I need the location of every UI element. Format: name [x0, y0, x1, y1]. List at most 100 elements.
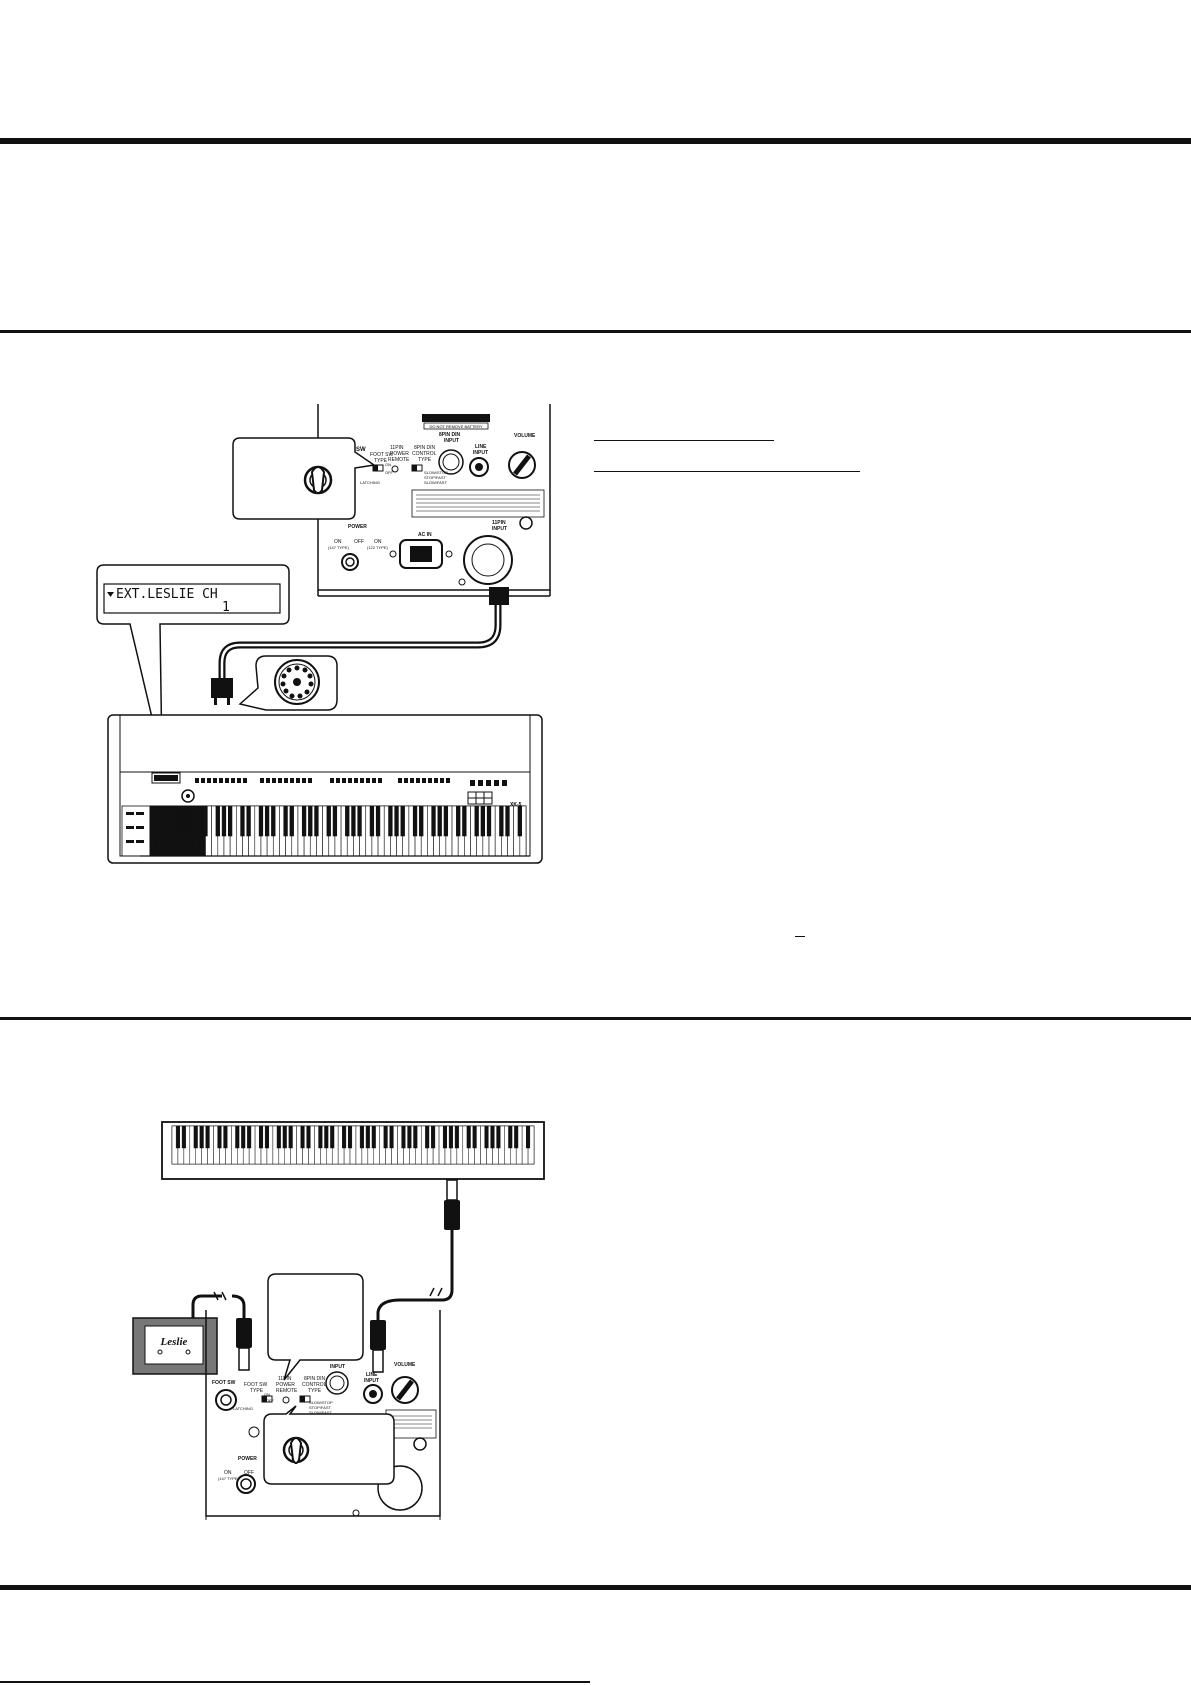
black-key: [205, 1125, 210, 1149]
black-key: [517, 805, 522, 837]
black-key: [508, 1125, 513, 1149]
black-key: [375, 805, 381, 837]
section-rule-bottom: [0, 1585, 1191, 1590]
svg-text:POWER: POWER: [276, 1382, 295, 1388]
svg-text:INPUT: INPUT: [364, 1378, 379, 1384]
svg-text:FOOT SW: FOOT SW: [370, 452, 394, 458]
volume-label-2: VOLUME: [394, 1362, 416, 1368]
lcd-screen: [103, 583, 281, 614]
svg-text:REMOTE: REMOTE: [388, 457, 410, 463]
black-key: [308, 805, 313, 837]
black-key: [437, 805, 442, 837]
black-key: [499, 805, 504, 837]
svg-text:SLOW/STOP: SLOW/STOP: [309, 1400, 333, 1405]
black-key: [371, 1125, 376, 1149]
black-key: [401, 1125, 406, 1149]
black-key: [288, 1125, 293, 1149]
keyboard-keys: [171, 1125, 535, 1165]
empty-callout: [267, 1273, 364, 1381]
on-label: ON: [385, 462, 391, 467]
lcd-callout: [96, 564, 290, 761]
ac-in-label: AC IN: [418, 532, 432, 538]
black-key: [448, 1125, 453, 1149]
black-key: [357, 805, 362, 837]
svg-text:STOP/FAST: STOP/FAST: [309, 1405, 331, 1410]
black-key: [400, 805, 405, 837]
black-key: [258, 805, 264, 837]
svg-text:CONTROL: CONTROL: [302, 1382, 327, 1388]
svg-text:LATCHING: LATCHING: [233, 1406, 253, 1411]
black-key: [342, 1125, 347, 1149]
black-key: [324, 1125, 329, 1149]
toggle-switch-icon: [303, 465, 333, 495]
black-key: [480, 805, 486, 837]
black-key: [412, 805, 418, 837]
black-key: [240, 805, 245, 837]
svg-text:SLOW/STOP: SLOW/STOP: [424, 470, 448, 475]
phone-plug-top: [444, 1200, 460, 1230]
black-key: [496, 1125, 501, 1149]
black-key: [223, 1125, 228, 1149]
black-key: [443, 805, 449, 837]
warning-label: [422, 414, 490, 422]
svg-text:POWER: POWER: [390, 451, 409, 457]
foot-sw-label-2: FOOT SW: [212, 1380, 236, 1386]
lcd-down-arrow-icon: [107, 592, 114, 597]
svg-text:8PIN DIN: 8PIN DIN: [414, 445, 436, 451]
svg-text:LINE: LINE: [475, 444, 487, 450]
model-label: XK-5: [510, 802, 522, 808]
black-key: [388, 805, 393, 837]
svg-text:ON: ON: [224, 1470, 232, 1476]
footer-rule: [0, 1681, 590, 1683]
svg-text:STOP/FAST: STOP/FAST: [424, 475, 446, 480]
leslie-logo: Leslie: [160, 1336, 188, 1348]
black-key: [264, 1125, 269, 1149]
black-key: [490, 1125, 495, 1149]
black-key: [178, 805, 183, 837]
black-key: [283, 805, 288, 837]
black-key: [276, 1125, 281, 1149]
underline-1: [594, 440, 774, 441]
black-key: [301, 805, 307, 837]
black-key: [181, 1125, 186, 1149]
foot-sw-label: SW: [356, 447, 366, 453]
black-key: [271, 805, 276, 837]
svg-text:CONTROL: CONTROL: [412, 451, 437, 457]
black-key: [359, 1125, 364, 1149]
figure-organ-to-leslie-11pin: DO NOT REMOVE BATTERY SW FOOT SW TYPE 11…: [96, 404, 551, 864]
black-key: [246, 805, 251, 837]
black-key: [425, 1125, 430, 1149]
black-key: [454, 1125, 459, 1149]
black-key: [383, 1125, 388, 1149]
black-key: [217, 1125, 222, 1149]
black-key: [314, 805, 319, 837]
black-key: [462, 805, 467, 837]
black-key: [466, 1125, 471, 1149]
black-key: [318, 1125, 323, 1149]
organ-keys: [149, 805, 527, 857]
black-key: [215, 805, 220, 837]
black-key: [247, 1125, 252, 1149]
svg-text:8PIN DIN: 8PIN DIN: [439, 432, 461, 438]
toggle-switch-icon-2: [282, 1436, 310, 1464]
black-key: [258, 1125, 264, 1149]
warning-title: DO NOT REMOVE BATTERY: [429, 424, 482, 429]
black-key: [348, 1125, 353, 1149]
black-key: [160, 805, 165, 837]
leslie-rear-panel-2: [205, 1310, 441, 1517]
off-label: OFF: [385, 470, 394, 475]
black-key: [197, 805, 202, 837]
section-rule-2: [0, 330, 1191, 333]
svg-text:SLOW/FAST: SLOW/FAST: [309, 1410, 332, 1415]
underline-2: [594, 471, 860, 472]
svg-text:INPUT: INPUT: [444, 438, 459, 444]
svg-text:(122 TYPE): (122 TYPE): [367, 545, 388, 550]
black-key: [431, 1125, 436, 1149]
black-key: [514, 1125, 519, 1149]
black-key: [241, 1125, 246, 1149]
black-key: [332, 805, 338, 837]
11pin-socket-icon: [274, 659, 320, 705]
remote-switch-callout: [232, 437, 376, 520]
black-key: [442, 1125, 448, 1149]
svg-text:TYPE: TYPE: [374, 458, 388, 464]
